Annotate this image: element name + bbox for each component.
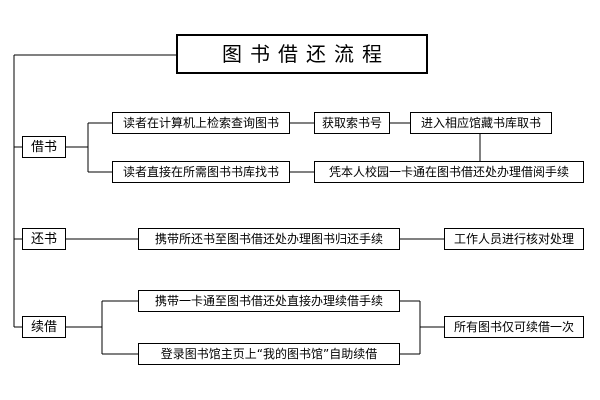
step-staff-check: 工作人员进行核对处理 bbox=[444, 228, 584, 250]
category-renew: 续借 bbox=[22, 316, 66, 338]
step-checkout-with-card: 凭本人校园一卡通在图书借还处办理借阅手续 bbox=[314, 161, 584, 183]
step-browse-shelves: 读者直接在所需图书书库找书 bbox=[112, 161, 290, 183]
step-search-catalog: 读者在计算机上检索查询图书 bbox=[112, 112, 290, 134]
step-return-book: 携带所还书至图书借还处办理图书归还手续 bbox=[138, 228, 400, 250]
step-renew-at-desk: 携带一卡通至图书借还处直接办理续借手续 bbox=[138, 290, 400, 312]
category-return: 还书 bbox=[22, 228, 66, 250]
step-get-call-number: 获取索书号 bbox=[314, 112, 390, 134]
step-renew-online: 登录图书馆主页上“我的图书馆”自助续借 bbox=[138, 343, 400, 365]
step-enter-stacks: 进入相应馆藏书库取书 bbox=[410, 112, 552, 134]
category-borrow: 借书 bbox=[22, 136, 66, 158]
step-renew-limit: 所有图书仅可续借一次 bbox=[444, 316, 584, 338]
page-title: 图书借还流程 bbox=[176, 34, 428, 74]
